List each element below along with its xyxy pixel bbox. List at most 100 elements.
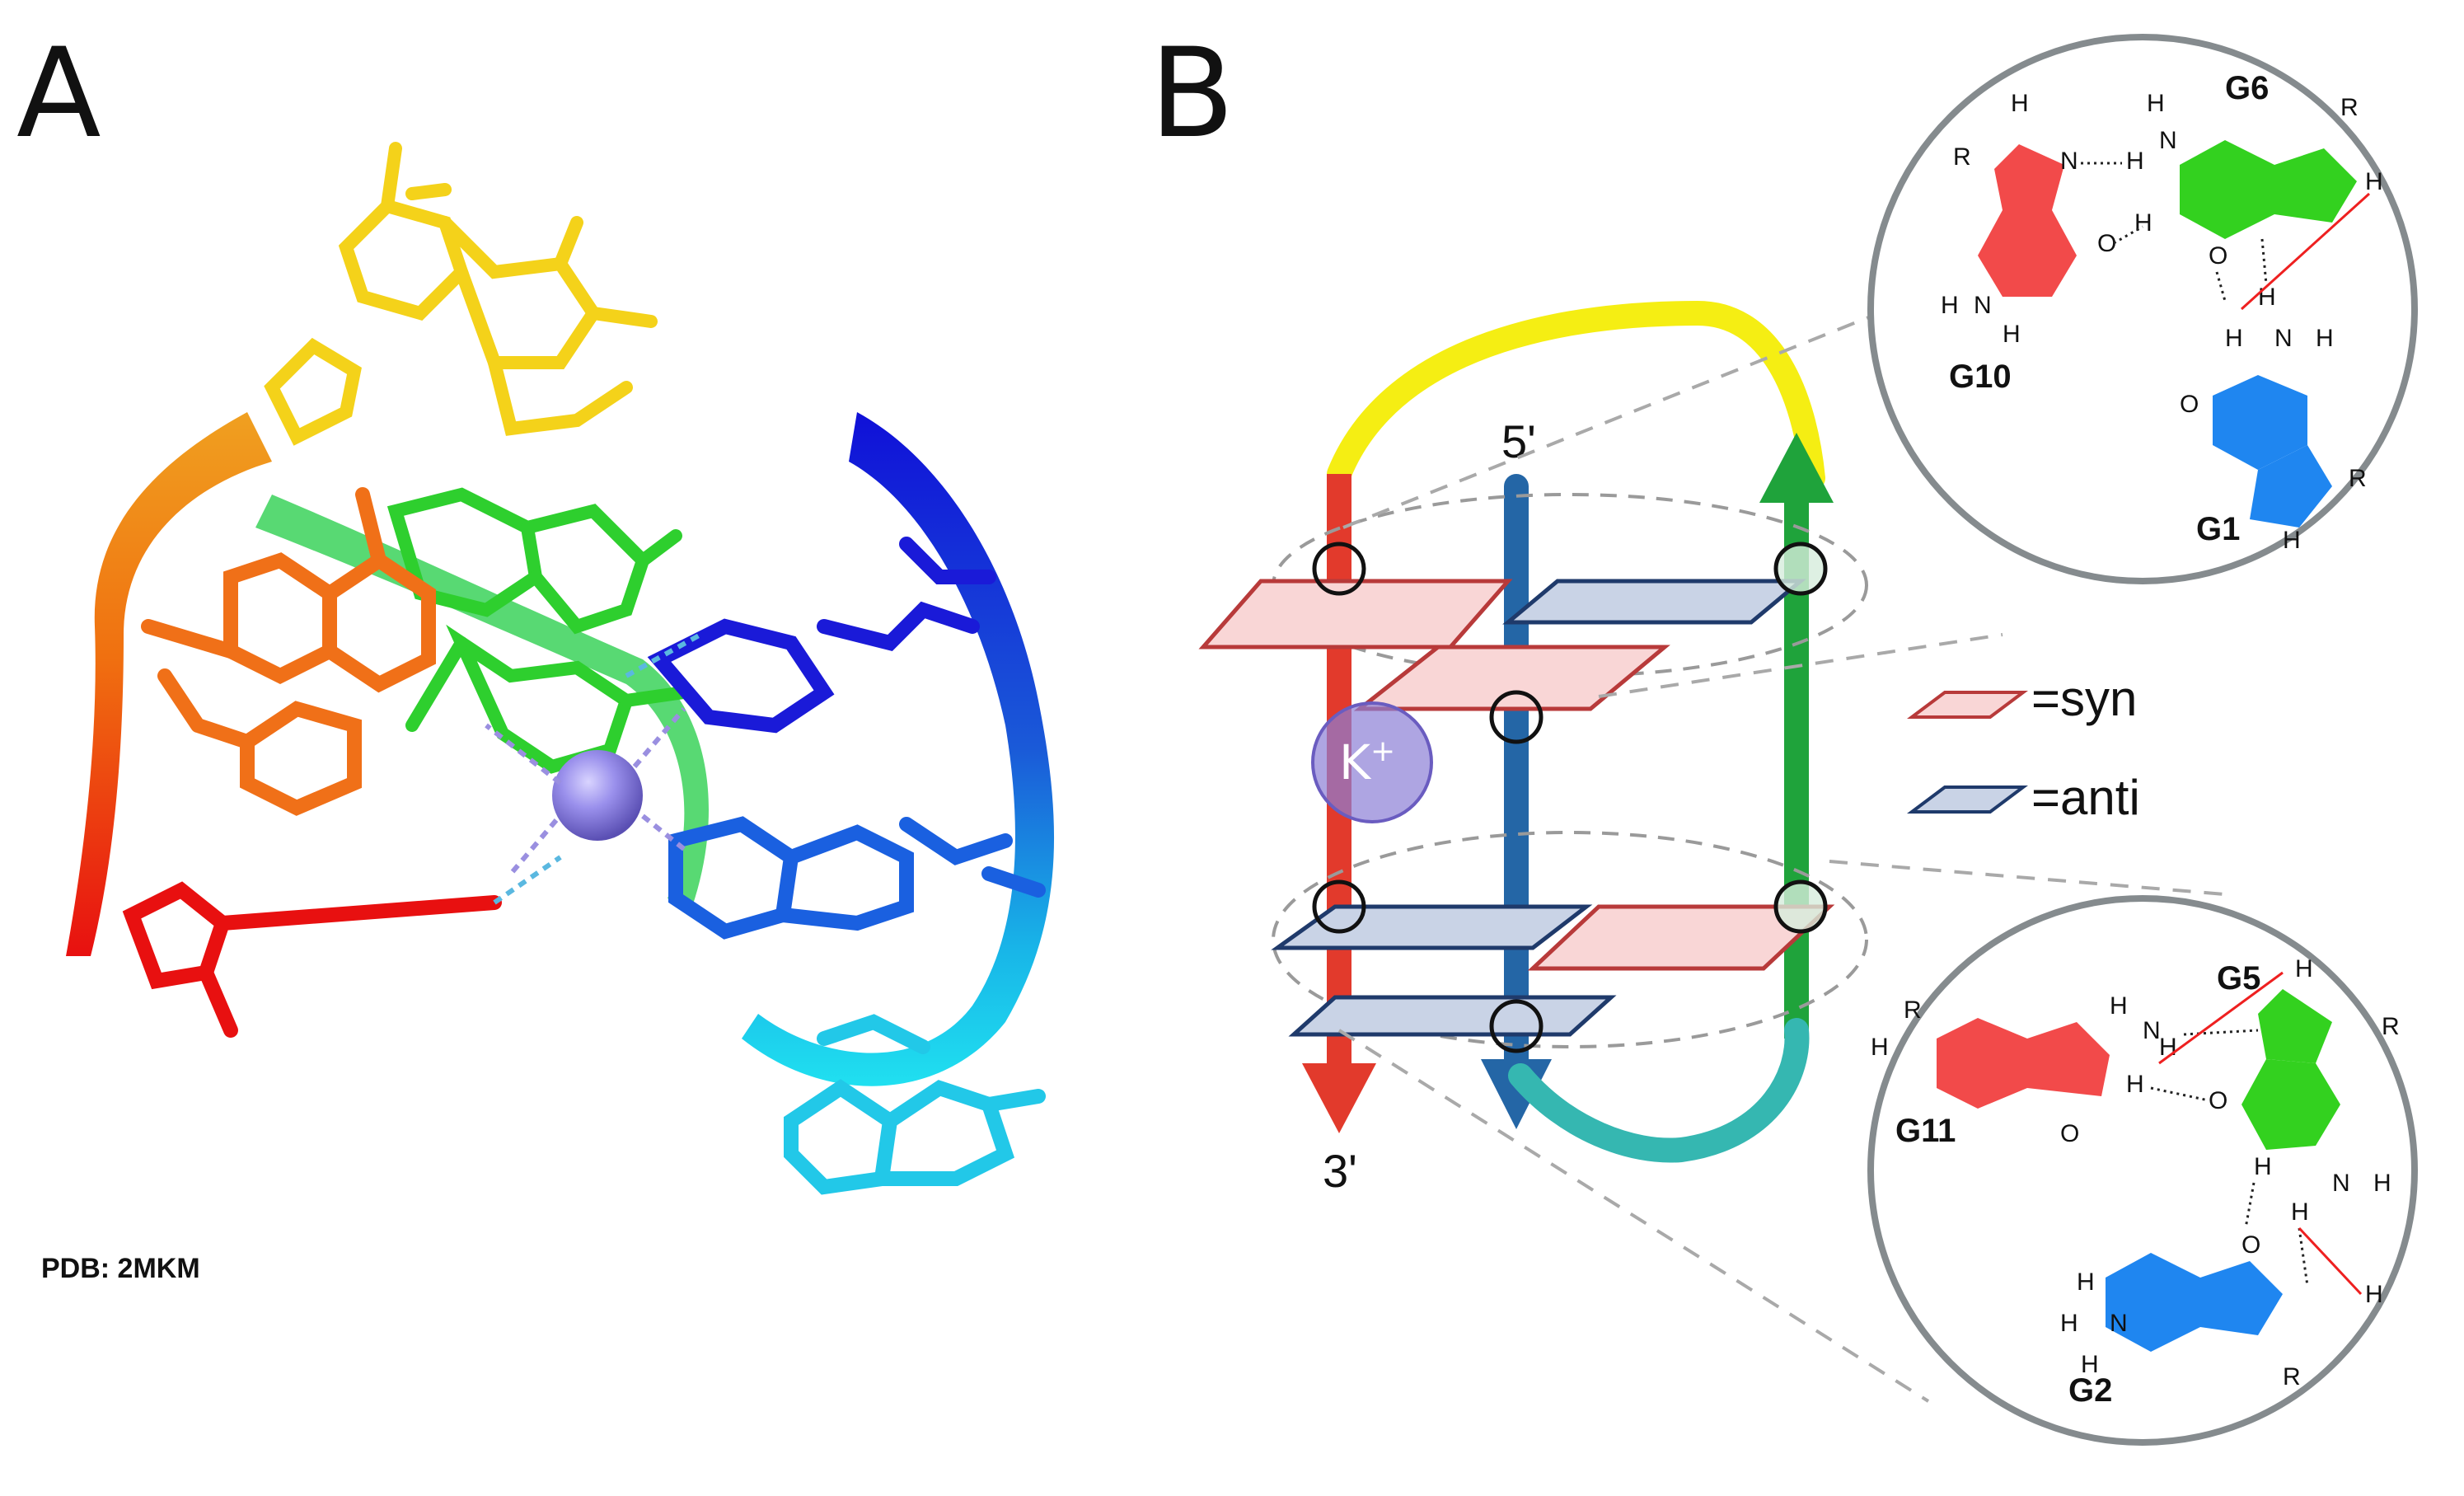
g2-base <box>2106 1253 2283 1352</box>
stick-bases-cyan <box>784 1014 1046 1195</box>
svg-text:H: H <box>2316 325 2334 352</box>
svg-text:H: H <box>2110 992 2128 1020</box>
backbone-ribbon-center <box>255 495 709 907</box>
plane-syn-middle <box>1353 645 1670 711</box>
svg-text:H: H <box>2081 1351 2099 1378</box>
bottom-noe-arrow-1 <box>2158 971 2284 1065</box>
svg-text:H: H <box>2126 148 2144 175</box>
svg-text:O: O <box>2209 1087 2227 1114</box>
backbone-ribbon-left <box>66 412 272 956</box>
svg-text:H: H <box>1871 1034 1889 1061</box>
bottom-noe-arrow-2 <box>2298 1226 2363 1296</box>
g1-label: G1 <box>2196 511 2240 547</box>
g2-label: G2 <box>2068 1372 2112 1409</box>
g5-base <box>2241 989 2340 1150</box>
svg-text:O: O <box>2060 1120 2079 1147</box>
svg-text:H: H <box>2373 1170 2391 1197</box>
svg-text:H: H <box>2291 1198 2309 1226</box>
svg-text:O: O <box>2209 242 2227 270</box>
svg-text:O: O <box>2180 391 2199 418</box>
svg-text:R: R <box>2283 1363 2301 1390</box>
plane-anti-bottom-lowest <box>1288 995 1617 1037</box>
svg-text:H: H <box>2147 90 2165 117</box>
strand-red-arrowhead <box>1302 1063 1376 1133</box>
pdb-caption: PDB: 2MKM <box>41 1253 200 1284</box>
plane-anti-top-right <box>1502 579 1806 625</box>
svg-text:N: N <box>2110 1310 2128 1337</box>
svg-text:H: H <box>2134 209 2152 237</box>
strand-3-prime-label: 3' <box>1323 1145 1357 1197</box>
bottom-tetrad-inset: R H H N H H O O R H H N H H O H H N H H … <box>1867 895 2418 1446</box>
svg-text:H: H <box>2225 325 2243 352</box>
stick-bases-green <box>386 487 691 774</box>
svg-text:H: H <box>2365 1281 2383 1308</box>
svg-text:N: N <box>2159 127 2177 154</box>
backbone-ribbon-right <box>742 412 1055 1086</box>
svg-text:H: H <box>2060 1310 2078 1337</box>
svg-text:O: O <box>2241 1231 2260 1259</box>
top-inset-atoms: H R N H N H H O O H N H R H H H N H O R … <box>1941 90 2383 554</box>
potassium-ion-label: K+ <box>1339 734 1395 790</box>
legend-syn-label: =syn <box>2031 671 2137 726</box>
plane-syn-bottom-right <box>1527 904 1835 971</box>
g10-base <box>1978 144 2077 297</box>
coordination-bonds <box>485 707 686 875</box>
bottom-inset-atoms: R H H N H H O O R H H N H H O H H N H H … <box>1871 955 2400 1390</box>
g11-base <box>1937 1018 2110 1109</box>
svg-text:N: N <box>1974 292 1992 319</box>
svg-text:R: R <box>1904 997 1922 1024</box>
stick-bases-mid-blue <box>668 816 1046 940</box>
strand-5-prime-label: 5' <box>1501 415 1536 467</box>
g6-base <box>2180 140 2357 239</box>
svg-text:H: H <box>2011 90 2029 117</box>
svg-text:H: H <box>2295 955 2313 982</box>
svg-text:H: H <box>1941 292 1959 319</box>
stick-sugar-red <box>122 881 502 1038</box>
panel-b-label: B <box>1150 22 1234 166</box>
loop-yellow <box>1327 300 1825 490</box>
top-tetrad-inset: H R N H N H H O O H N H R H H H N H O R … <box>1867 34 2418 584</box>
topology-diagram: K+ 5' 3' =syn =anti <box>1198 300 2226 1403</box>
hydrogen-bonds <box>493 632 702 905</box>
strand-green-arrowhead <box>1759 433 1834 503</box>
stick-bases-yellow <box>264 142 658 446</box>
g-quadruplex-3d-structure <box>66 142 1055 1195</box>
bottom-hbond-dots <box>2150 1029 2309 1287</box>
svg-text:H: H <box>2254 1153 2272 1180</box>
svg-text:R: R <box>2340 94 2359 121</box>
svg-text:N: N <box>2060 148 2078 175</box>
svg-text:R: R <box>1953 143 1971 171</box>
plane-syn-top-left <box>1198 579 1513 650</box>
tetrad-ellipse-bottom <box>1272 831 1868 1048</box>
g11-label: G11 <box>1895 1113 1956 1149</box>
legend-anti-swatch <box>1907 786 2028 814</box>
svg-text:N: N <box>2143 1017 2161 1044</box>
junction-circles <box>1312 542 1828 1053</box>
svg-text:N: N <box>2274 325 2293 352</box>
svg-text:R: R <box>2382 1013 2400 1040</box>
panel-a-label: A <box>16 22 101 166</box>
legend-syn-swatch <box>1907 691 2028 719</box>
svg-text:H: H <box>2077 1269 2095 1296</box>
plane-anti-bottom-left <box>1271 904 1593 950</box>
g6-label: G6 <box>2225 70 2269 106</box>
inset-connector-lines <box>1337 312 2226 1403</box>
g10-label: G10 <box>1949 359 2012 395</box>
potassium-ion-sphere <box>552 750 643 841</box>
svg-text:H: H <box>2283 527 2301 554</box>
g5-label: G5 <box>2217 960 2260 997</box>
svg-text:H: H <box>2126 1071 2144 1098</box>
top-hbond-dots <box>2081 162 2268 302</box>
svg-text:H: H <box>2003 321 2021 348</box>
svg-text:R: R <box>2349 465 2367 492</box>
svg-text:H: H <box>2365 168 2383 195</box>
stick-bases-orange <box>141 487 436 816</box>
legend-anti-label: =anti <box>2031 770 2140 825</box>
top-noe-arrow <box>2240 192 2371 311</box>
potassium-ion-disc <box>1311 701 1433 823</box>
stick-bases-blue <box>647 537 996 734</box>
svg-text:N: N <box>2332 1170 2350 1197</box>
g1-base <box>2213 375 2332 528</box>
loop-teal <box>1508 1018 1810 1163</box>
